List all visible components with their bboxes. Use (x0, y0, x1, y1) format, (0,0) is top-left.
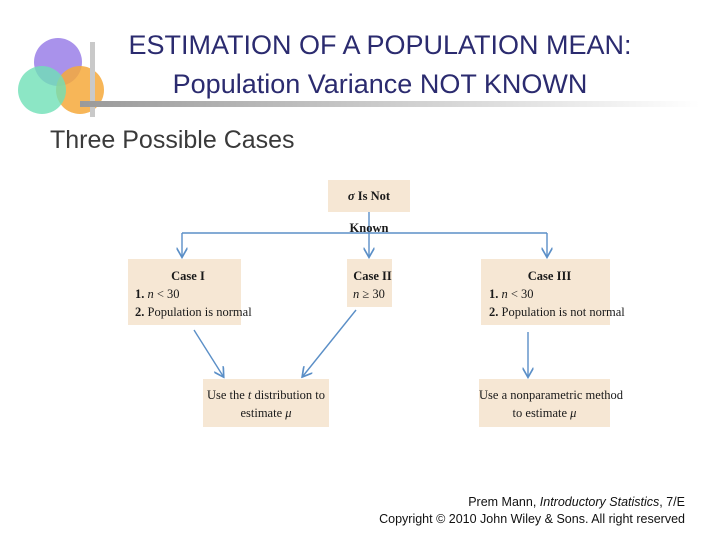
slide-subtitle: Three Possible Cases (50, 126, 295, 154)
case1-node: Case I 1. n < 30 2. Population is normal (128, 259, 252, 325)
case3-condition-2: 2. Population is not normal (489, 303, 625, 321)
case1-cond2-number: 2. (135, 305, 145, 319)
arrow-case2-to-t (303, 309, 357, 376)
citation-book-title: Introductory Statistics (539, 495, 660, 509)
result-t-pre: Use the (206, 388, 245, 402)
result-t-var: t (247, 388, 252, 402)
case1-heading: Case I (171, 269, 205, 283)
case2-cond-var: n (353, 287, 360, 301)
case3-cond1-rest: < 30 (510, 287, 534, 301)
result-np-line-2: to estimate μ (479, 404, 610, 422)
result-t-mu: μ (285, 406, 292, 420)
result-nonparametric-node: Use a nonparametric method to estimate μ (479, 379, 624, 427)
case1-condition-1: 1. n < 30 (135, 285, 241, 303)
case3-cond2-number: 2. (489, 305, 499, 319)
slide-title-line-1: ESTIMATION OF A POPULATION MEAN: (128, 30, 632, 60)
result-t-line-1: Use the t distribution to (203, 386, 329, 404)
root-label: Is Not Known (349, 189, 391, 235)
root-node-sigma-unknown: σ Is Not Known (328, 180, 410, 235)
case1-condition-2: 2. Population is normal (135, 303, 252, 321)
result-np-estimate: to estimate (512, 406, 568, 420)
case3-cond1-var: n (501, 287, 508, 301)
citation-author: Prem Mann, (468, 495, 540, 509)
logo-vertical-bar (90, 42, 95, 117)
case2-condition: n ≥ 30 (353, 285, 392, 303)
case3-heading: Case III (527, 269, 572, 283)
citation-line: Prem Mann, Introductory Statistics, 7/E (468, 496, 685, 509)
case1-cond1-var: n (147, 287, 154, 301)
case3-condition-1: 1. n < 30 (489, 285, 610, 303)
green-circle (18, 66, 66, 114)
result-t-estimate: estimate (240, 406, 283, 420)
result-np-line-1: Use a nonparametric method (479, 388, 624, 402)
case1-cond1-number: 1. (135, 287, 145, 301)
result-t-post: distribution to (254, 388, 326, 402)
result-np-mu: μ (570, 406, 577, 420)
result-t-distribution-node: Use the t distribution to estimate μ (203, 379, 329, 427)
sigma-symbol: σ (347, 189, 355, 203)
slide-title-line-2: Population Variance NOT KNOWN (172, 69, 588, 99)
case2-heading: Case II (353, 269, 392, 283)
case3-cond2-text: Population is not normal (501, 305, 625, 319)
case3-node: Case III 1. n < 30 2. Population is not … (481, 259, 625, 325)
arrow-case1-to-t (193, 329, 223, 376)
copyright-line: Copyright © 2010 John Wiley & Sons. All … (379, 512, 685, 526)
case1-cond2-text: Population is normal (147, 305, 252, 319)
case3-cond1-number: 1. (489, 287, 499, 301)
case1-cond1-rest: < 30 (156, 287, 180, 301)
title-underline-rule (80, 101, 700, 107)
case2-node: Case II n ≥ 30 (347, 259, 392, 307)
case2-cond-rest: ≥ 30 (362, 287, 385, 301)
result-t-line-2: estimate μ (203, 404, 329, 422)
citation-edition: , 7/E (659, 495, 685, 509)
